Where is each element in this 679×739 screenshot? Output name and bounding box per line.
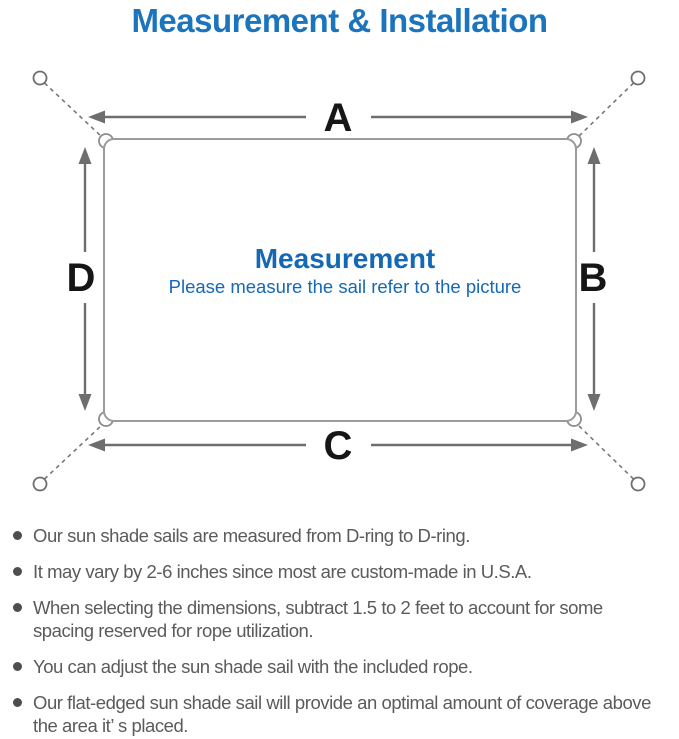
attachment-line-top-left xyxy=(43,82,104,139)
note-text: You can adjust the sun shade sail with t… xyxy=(33,656,473,677)
anchor-point-icon-top-left xyxy=(32,70,48,86)
anchor-point-icon-bottom-left xyxy=(32,476,48,492)
attachment-line-bottom-left xyxy=(43,423,104,480)
bullet-icon xyxy=(13,531,22,540)
dimension-arrow-a xyxy=(88,110,588,124)
arrowhead-left-icon xyxy=(88,438,105,452)
dimension-label-c: C xyxy=(324,424,353,468)
diagram-subheading: Please measure the sail refer to the pic… xyxy=(169,276,522,297)
bullet-icon xyxy=(13,662,22,671)
note-text: When selecting the dimensions, subtract … xyxy=(33,597,603,641)
dimension-label-a: A xyxy=(324,96,353,140)
arrowhead-down-icon xyxy=(78,394,92,411)
dimension-label-d: D xyxy=(67,256,96,300)
note-item: When selecting the dimensions, subtract … xyxy=(13,596,665,642)
note-text: It may vary by 2-6 inches since most are… xyxy=(33,561,532,582)
dimension-arrow-b xyxy=(587,147,601,411)
diagram-heading: Measurement xyxy=(255,243,436,274)
bullet-icon xyxy=(13,603,22,612)
arrowhead-left-icon xyxy=(88,110,105,124)
anchor-point-icon-bottom-right xyxy=(630,476,646,492)
attachment-line-bottom-right xyxy=(576,423,635,480)
dimension-arrow-c xyxy=(88,438,588,452)
note-text: Our flat-edged sun shade sail will provi… xyxy=(33,692,651,736)
arrowhead-right-icon xyxy=(571,438,588,452)
note-item: Our sun shade sails are measured from D-… xyxy=(13,524,665,547)
arrowhead-down-icon xyxy=(587,394,601,411)
dimension-label-b: B xyxy=(579,256,608,300)
note-item: Our flat-edged sun shade sail will provi… xyxy=(13,691,665,737)
note-text: Our sun shade sails are measured from D-… xyxy=(33,525,470,546)
note-item: You can adjust the sun shade sail with t… xyxy=(13,655,665,678)
arrowhead-up-icon xyxy=(78,147,92,164)
page-title: Measurement & Installation xyxy=(131,2,548,39)
notes-list: Our sun shade sails are measured from D-… xyxy=(13,524,665,739)
arrowhead-right-icon xyxy=(571,110,588,124)
measurement-diagram: A C D B xyxy=(0,58,679,513)
note-item: It may vary by 2-6 inches since most are… xyxy=(13,560,665,583)
attachment-line-top-right xyxy=(576,82,635,139)
sail-outline xyxy=(103,138,577,422)
anchor-point-icon-top-right xyxy=(630,70,646,86)
arrowhead-up-icon xyxy=(587,147,601,164)
bullet-icon xyxy=(13,698,22,707)
dimension-arrow-d xyxy=(78,147,92,411)
bullet-icon xyxy=(13,567,22,576)
sail-diagram-svg: A C D B xyxy=(32,70,646,492)
